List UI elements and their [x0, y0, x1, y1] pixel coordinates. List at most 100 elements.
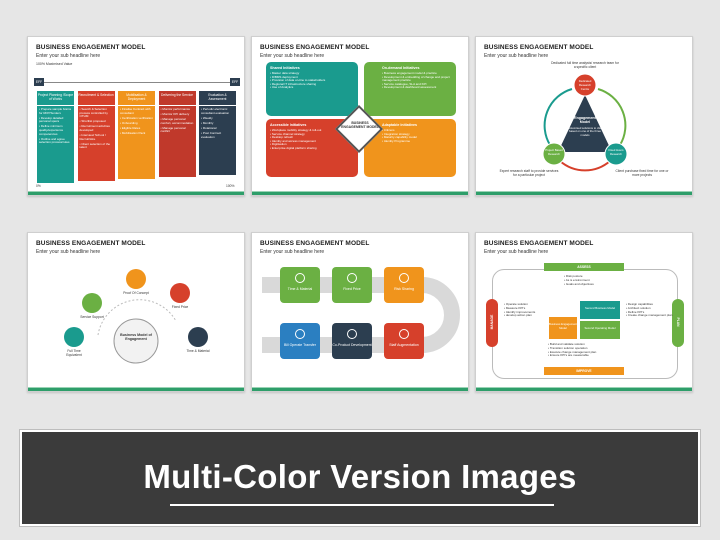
- slide-title: BUSINESS ENGAGEMENT MODEL: [260, 44, 370, 51]
- quadrant-item: • Digitisation: [270, 142, 287, 147]
- model-step: Co-Product Development: [332, 323, 372, 359]
- assess-bar: ASSESS: [544, 263, 624, 271]
- model-step: Time & Material: [280, 267, 320, 303]
- stage-body: • Periodic electronic consultant evaluat…: [199, 106, 236, 175]
- quadrant: On-demand Initiatives• Business engageme…: [364, 62, 456, 116]
- slide-subtitle: Enter your sub headline here: [260, 53, 325, 59]
- stage-item: • Interview/ School / Recruit/Hire: [79, 133, 106, 141]
- model-step: Fixed Price: [332, 267, 372, 303]
- step-label: Fixed Price: [343, 287, 361, 291]
- slide-thumbnail-2[interactable]: BUSINESS ENGAGEMENT MODEL Enter your sub…: [251, 36, 469, 196]
- stage-item: • Mobilisation Pack: [120, 130, 146, 135]
- node-project: Project Based Research: [545, 148, 563, 156]
- stage-item: • Monitor performance: [160, 107, 191, 111]
- multi-color-banner: Multi-Color Version Images: [19, 429, 701, 527]
- pct-end: 100%: [226, 184, 235, 188]
- stage-body: • Prepare sample brains for RFP/Tenders•…: [37, 106, 74, 183]
- quadrant: Shared Initiatives• Master data strategy…: [266, 62, 358, 116]
- model-step: Risk Sharing: [384, 267, 424, 303]
- quadrant-item: • Development & dashboard assessment: [382, 85, 437, 90]
- slide-thumbnail-3[interactable]: BUSINESS ENGAGEMENT MODEL Enter your sub…: [475, 36, 693, 196]
- plan-label: PLAN: [676, 317, 680, 327]
- stage-item: • Monthly: [201, 120, 214, 125]
- hub-center-label: Business Model of Engagement: [120, 333, 152, 341]
- node-fixed: Fixed Hours Research: [608, 148, 624, 156]
- left-tag: EFF: [34, 78, 44, 86]
- quadrant-item: • Enterprise digital platform sharing: [270, 145, 317, 150]
- quadrant-item: • Identity and access management: [270, 138, 316, 143]
- slide-footer-bar: [28, 388, 244, 391]
- slide-subtitle: Enter your sub headline here: [36, 249, 101, 255]
- slide-footer-bar: [252, 192, 468, 195]
- hub-node-label: Fixed Price: [171, 305, 189, 309]
- slide-title: BUSINESS ENGAGEMENT MODEL: [260, 240, 370, 247]
- step-icon: [347, 273, 357, 283]
- step-label: Time & Material: [287, 287, 313, 291]
- quadrant-item: • Development & embedding of change and …: [382, 74, 450, 83]
- step-label: Co-Product Development: [332, 343, 372, 347]
- quadrant-item: • Identity Programme: [382, 138, 411, 143]
- slide-grid: BUSINESS ENGAGEMENT MODEL Enter your sub…: [27, 36, 693, 392]
- slide-thumbnail-5[interactable]: BUSINESS ENGAGEMENT MODEL Enter your sub…: [251, 232, 469, 392]
- slide-thumbnail-4[interactable]: BUSINESS ENGAGEMENT MODEL Enter your sub…: [27, 232, 245, 392]
- hub-node-label: Time & Material: [186, 349, 210, 353]
- slide-subtitle: Enter your sub headline here: [484, 53, 549, 59]
- stage-item: • Develop detailed personal specs: [39, 115, 64, 124]
- stage-item: • Define minimum quality/experience comp…: [39, 124, 64, 136]
- manage-item: • Identify improvements: [504, 309, 536, 314]
- model-step: Staff Augmentation: [384, 323, 424, 359]
- assess-item: • Goals and objectives: [564, 281, 594, 286]
- step-icon: [347, 329, 357, 339]
- slide-footer-bar: [252, 388, 468, 391]
- manage-bar: [486, 299, 498, 347]
- manage-items: • Operate solution• Measure KPI's• Ident…: [504, 302, 536, 318]
- stage-item: • Manage personal comfort, accommodation: [160, 117, 194, 125]
- stage-header: Recruitment & Selection: [77, 91, 115, 105]
- assess-item: • As is environment: [564, 277, 590, 282]
- banner-title: Multi-Color Version Images: [143, 458, 577, 495]
- step-label: Risk Sharing: [394, 287, 414, 291]
- quadrant-title: Adaptable Initiatives: [382, 123, 417, 127]
- stage-item: • Manage personal conflict: [160, 125, 186, 134]
- quadrant-item: • D/BMS deployment: [270, 74, 298, 79]
- progress-line: [36, 82, 238, 83]
- step-icon: [399, 329, 409, 339]
- manage-item: • Measure KPI's: [504, 305, 526, 310]
- max-value-label: 100% Maximised Value: [36, 62, 73, 66]
- improve-bar: IMPROVE: [544, 367, 624, 375]
- manage-item: • Operate solution: [504, 302, 528, 306]
- stage-item: • Onboarding: [120, 120, 138, 125]
- quadrant-title: Shared Initiatives: [270, 66, 300, 70]
- box-second-operating: Second Operating Model: [580, 321, 620, 339]
- assess-item: • Risk posture: [564, 274, 583, 278]
- hub-node-label: Proof Of Concept: [123, 291, 149, 295]
- stage-header: Project Planning /Scope of Works: [37, 91, 74, 105]
- center-title: Engagement Model: [574, 116, 596, 124]
- slide-footer-bar: [28, 192, 244, 195]
- plan-items: • Design capabilities• Architect solutio…: [626, 302, 672, 318]
- quadrant-item: • Use of Analytics: [270, 85, 294, 90]
- stage-item: • Monitor KPI delivery: [160, 112, 190, 117]
- slide-thumbnail-1[interactable]: BUSINESS ENGAGEMENT MODEL Enter your sub…: [27, 36, 245, 196]
- left-note: Expert research staff to provide service…: [499, 169, 559, 177]
- quadrant-title: On-demand Initiatives: [382, 66, 420, 70]
- model-step: Bill Operate Transfer: [280, 323, 320, 359]
- slide-title: BUSINESS ENGAGEMENT MODEL: [484, 44, 594, 51]
- stage-item: • Periodic electronic consultant evaluat…: [201, 107, 230, 115]
- step-icon: [399, 273, 409, 283]
- stage-header: Evaluation & Assessment: [199, 91, 236, 105]
- stage-header: Delivering the Service: [158, 91, 196, 105]
- quadrant-item: • Service channel strategy: [270, 131, 305, 136]
- plan-item: • Architect solution: [626, 305, 651, 310]
- node-dedicated: Dedicated Research Centre: [578, 79, 592, 91]
- step-label: Staff Augmentation: [389, 343, 419, 347]
- top-note: Dedicated full time analysts/ research t…: [551, 61, 619, 69]
- slide-title: BUSINESS ENGAGEMENT MODEL: [36, 44, 146, 51]
- slide-footer-bar: [476, 192, 692, 195]
- hub-diagram: [64, 269, 208, 364]
- quadrant-item: • Maturity capability model: [382, 135, 417, 140]
- slide-thumbnail-6[interactable]: BUSINESS ENGAGEMENT MODEL Enter your sub…: [475, 232, 693, 392]
- center-label: BUSINESS ENGAGEMENT MODEL: [341, 121, 379, 129]
- improve-item: • Transition solution operation: [548, 345, 588, 350]
- stage-item: • Search & Selection process controlled …: [79, 107, 108, 119]
